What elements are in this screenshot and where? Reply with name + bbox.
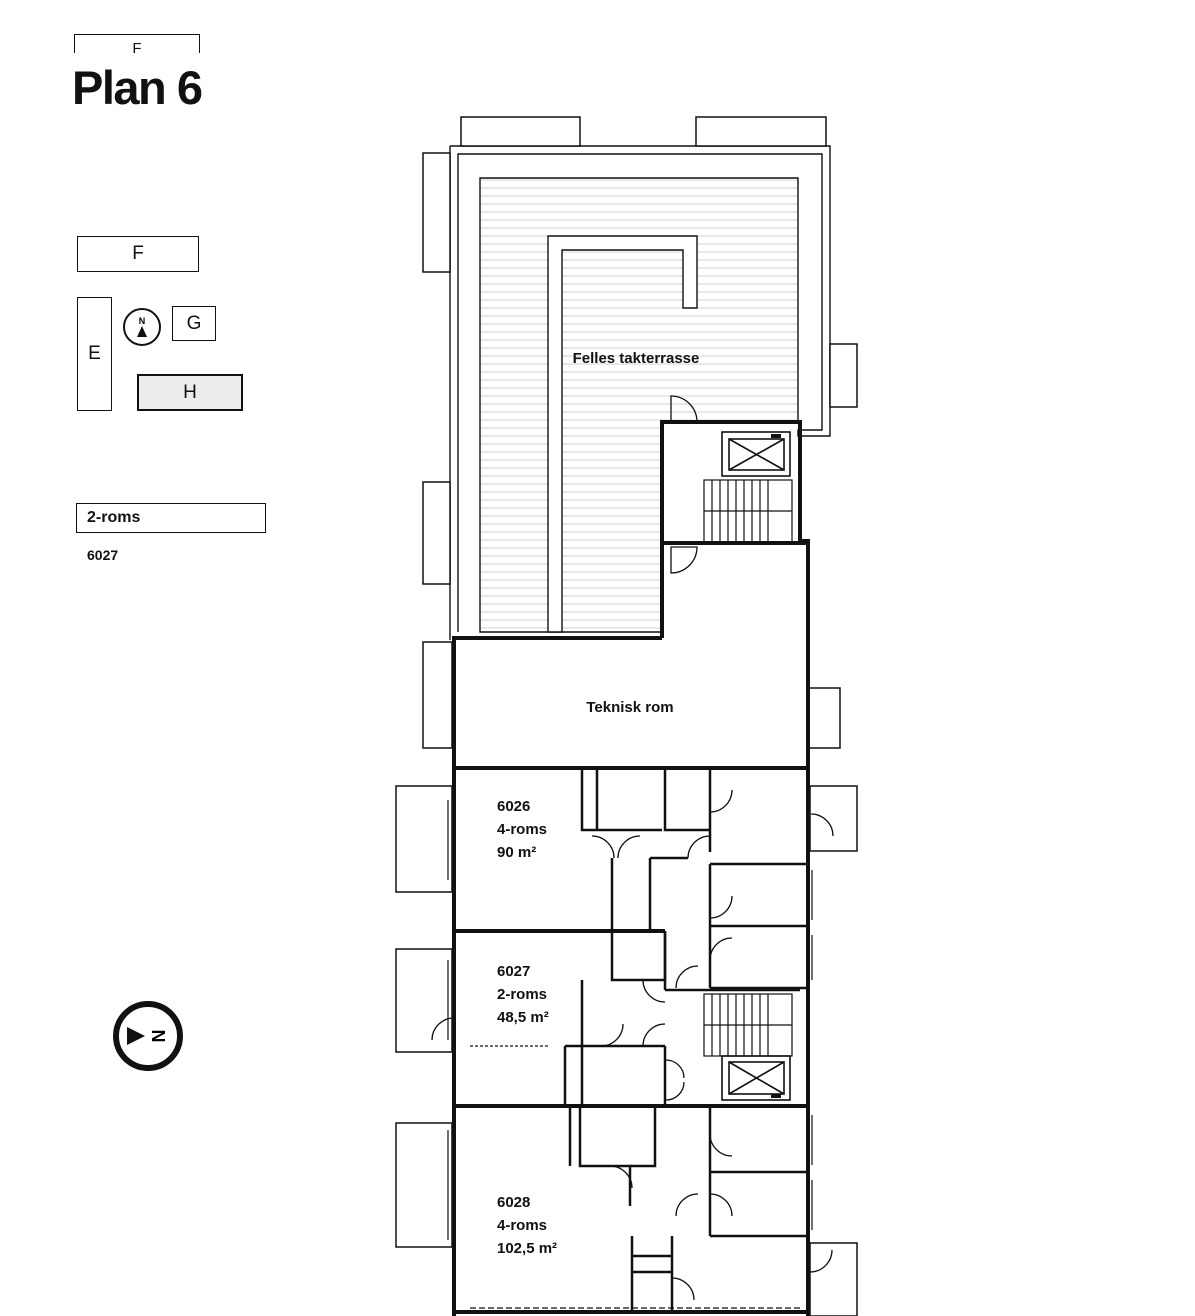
page-title: Plan 6: [72, 61, 203, 114]
unit-6026-area: 90 m²: [497, 844, 536, 861]
compass-icon: N: [112, 1000, 184, 1072]
room-label-terrace: Felles takterrasse: [573, 350, 700, 367]
key-block-g-label: G: [186, 312, 202, 334]
unit-6027-type: 2-roms: [497, 986, 547, 1003]
key-block-f[interactable]: F: [77, 236, 199, 272]
key-block-f-label: F: [132, 243, 144, 264]
unit-6028-area: 102,5 m²: [497, 1240, 557, 1257]
key-block-g[interactable]: G: [172, 306, 216, 341]
unit-6026-type: 4-roms: [497, 821, 547, 838]
unit-6027-id: 6027: [497, 963, 530, 980]
unit-type-tag: 2-roms: [76, 503, 266, 533]
room-label-technical: Teknisk rom: [586, 699, 673, 716]
north-arrow-icon: N: [123, 308, 161, 346]
plan-bracket: [74, 34, 200, 53]
unit-6028-type: 4-roms: [497, 1217, 547, 1234]
compass-label: N: [148, 1030, 168, 1043]
key-block-h-label: H: [183, 381, 197, 403]
unit-6027-area: 48,5 m²: [497, 1009, 549, 1026]
selected-unit-id: 6027: [87, 547, 119, 563]
key-block-e-label: E: [88, 343, 101, 364]
north-arrow-label: N: [139, 316, 146, 326]
unit-6026-id: 6026: [497, 798, 530, 815]
unit-6028-id: 6028: [497, 1194, 530, 1211]
bracket-label: F: [132, 40, 142, 57]
key-block-e[interactable]: E: [77, 297, 112, 411]
key-block-h[interactable]: H: [137, 374, 243, 411]
